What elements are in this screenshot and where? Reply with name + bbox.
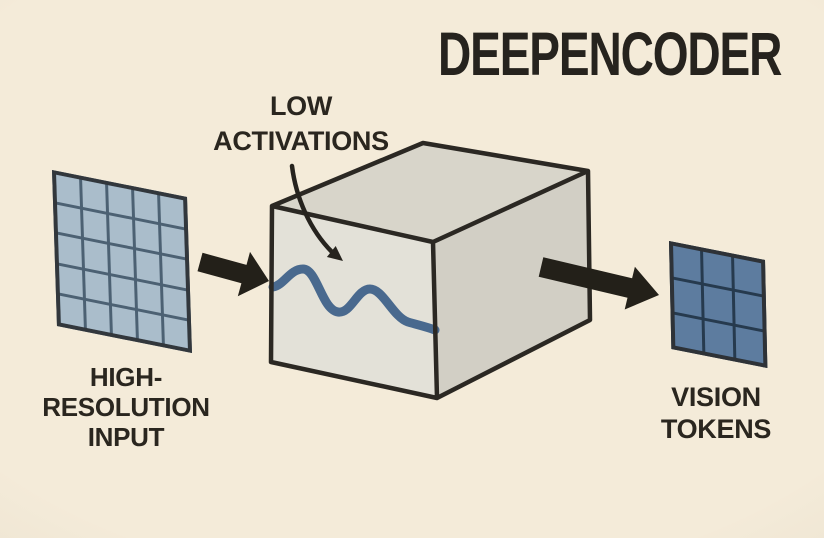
annotation-arrow (289, 163, 343, 261)
grid-cell (85, 270, 109, 303)
grid-cell (161, 225, 185, 258)
encoder-box-outline (268, 140, 593, 401)
grid-cell (704, 286, 733, 323)
grid-cell (109, 215, 133, 248)
grid-cell (136, 250, 160, 283)
grid-cell (57, 204, 81, 237)
grid-cell (82, 180, 106, 212)
grid-cell (673, 245, 702, 283)
grid-cell (108, 185, 132, 217)
output-label-line2: TOKENS (660, 414, 772, 444)
grid-cell (135, 220, 159, 253)
annotation-arrow-curve (289, 163, 335, 255)
grid-cell (134, 190, 158, 223)
low-activations-line1: LOW (269, 91, 333, 121)
low-activations-wave (268, 264, 440, 335)
input-label-line1: HIGH- (89, 362, 163, 392)
encoder-box (268, 140, 593, 401)
input-to-encoder-arrow-icon (197, 251, 269, 297)
grid-cell (59, 295, 84, 328)
grid-cell (111, 275, 135, 308)
grid-cell (163, 316, 188, 349)
low-activations-line2: ACTIVATIONS (213, 126, 389, 156)
grid-cell (137, 280, 161, 313)
grid-cell (735, 326, 764, 364)
grid-cell (84, 240, 108, 273)
grid-cell (83, 210, 107, 242)
grid-cell (703, 251, 732, 289)
annotation-arrowhead-icon (326, 246, 343, 261)
grid-cell (734, 292, 763, 329)
grid-cell (110, 245, 134, 278)
grid-cell (160, 195, 184, 228)
page-title: DEEPENCODER (438, 20, 782, 88)
encoder-box-top-face (272, 143, 588, 242)
grid-cell (162, 255, 186, 288)
output-grid (669, 241, 768, 369)
input-label-line2: RESOLUTION (42, 392, 210, 422)
grid-cell (163, 286, 187, 318)
low-activations-label: LOW ACTIVATIONS (201, 89, 401, 159)
grid-cell (59, 265, 83, 298)
encoder-box-right-face (433, 171, 590, 398)
grid-cell (56, 174, 80, 207)
vision-tokens-label: VISION TOKENS (616, 381, 816, 445)
input-label-line3: INPUT (87, 422, 165, 452)
grid-cell (733, 257, 762, 295)
grid-cell (85, 300, 110, 333)
grid-cell (137, 311, 162, 343)
grid-cell (58, 235, 82, 267)
input-grid (52, 170, 192, 353)
grid-cell (111, 305, 136, 338)
high-resolution-input-label: HIGH- RESOLUTION INPUT (26, 362, 226, 452)
output-label-line1: VISION (671, 382, 761, 412)
encoder-to-tokens-arrow-icon (538, 257, 659, 310)
grid-cell (704, 320, 733, 358)
grid-cell (674, 314, 703, 352)
grid-cell (673, 280, 702, 317)
